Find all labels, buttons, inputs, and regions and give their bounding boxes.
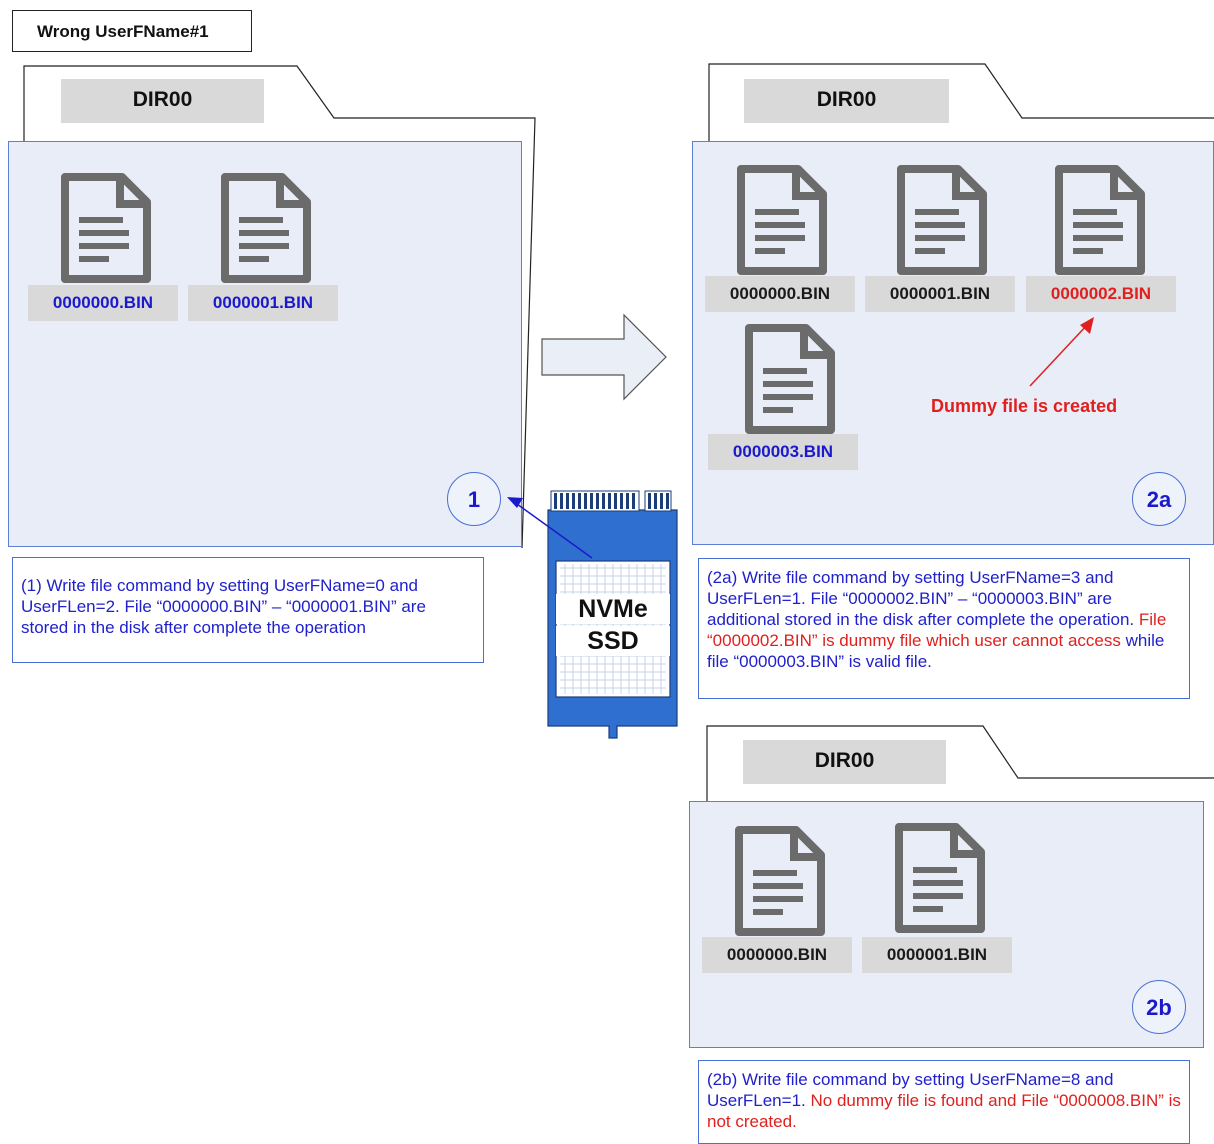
folder-panel-1 [8,141,522,547]
step-badge-2a: 2a [1132,472,1186,526]
document-icon [745,324,835,434]
document-icon [735,826,825,936]
description-2b-text-1: (2b) Write file command by setting UserF… [707,1070,1119,1110]
file-name-0000001: 0000001.BIN [865,276,1015,312]
folder-panel-2a [692,141,1214,545]
ssd-label-nvme: NVMe [556,594,670,624]
dummy-pointer-arrow [1029,317,1094,387]
file-name-0000002-dummy: 0000002.BIN [1026,276,1176,312]
file-name-0000001: 0000001.BIN [862,937,1012,973]
right-arrow-icon [541,313,667,401]
folder-panel-2b [689,801,1204,1048]
description-2b: (2b) Write file command by setting UserF… [698,1060,1190,1144]
document-icon [1055,165,1145,275]
file-name-0000001: 0000001.BIN [188,285,338,321]
step-badge-1: 1 [447,472,501,526]
file-name-0000003: 0000003.BIN [708,434,858,470]
file-name-0000000: 0000000.BIN [705,276,855,312]
dir-label-2b: DIR00 [743,740,946,784]
description-1: (1) Write file command by setting UserFN… [12,557,484,663]
step-badge-2b: 2b [1132,980,1186,1034]
document-icon [221,173,311,283]
file-name-0000000: 0000000.BIN [702,937,852,973]
dir-label-1: DIR00 [61,79,264,123]
description-1-text: (1) Write file command by setting UserFN… [21,576,431,637]
ssd-pointer-arrow [507,497,593,559]
ssd-label-ssd: SSD [556,626,670,656]
file-name-0000000: 0000000.BIN [28,285,178,321]
description-2b-text-2: No dummy file is found and File “0000008… [707,1091,1186,1131]
document-icon [61,173,151,283]
dummy-file-note: Dummy file is created [931,396,1118,416]
document-icon [897,165,987,275]
dir-label-2a: DIR00 [744,79,949,123]
document-icon [737,165,827,275]
document-icon [895,823,985,933]
description-2a-text-1: (2a) Write file command by setting UserF… [707,568,1139,629]
diagram-title: Wrong UserFName#1 [12,10,252,52]
description-2a-text-2: File “0000002.BIN” is dummy file which u… [707,610,1172,650]
description-2a: (2a) Write file command by setting UserF… [698,558,1190,699]
description-2a-text-3: while file “0000003.BIN” is valid file. [707,631,1170,671]
